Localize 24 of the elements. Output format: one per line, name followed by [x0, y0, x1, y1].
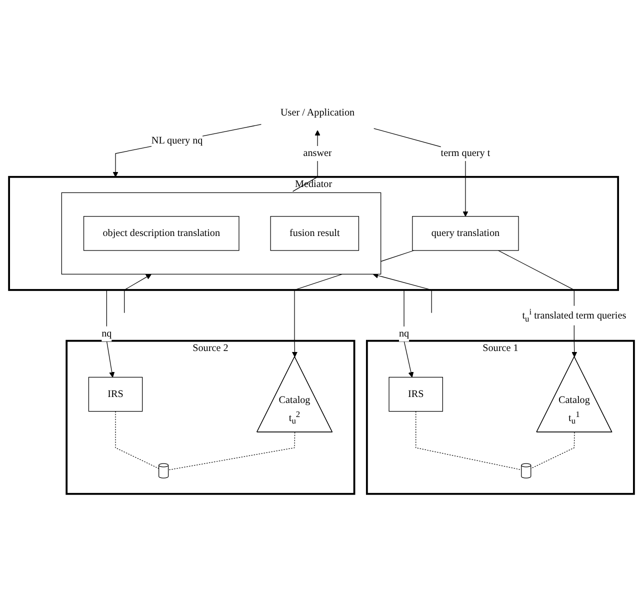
node-text: User / Application — [280, 106, 355, 118]
node-cylinder — [521, 462, 532, 478]
node-cylinder — [158, 462, 169, 478]
edge-label: nq — [102, 328, 112, 338]
edge-label: answer — [303, 147, 332, 158]
node-box: fusion result — [270, 216, 360, 250]
edge-label: term query t — [440, 147, 490, 158]
node-box: object description translation — [83, 216, 240, 250]
arrow — [112, 124, 262, 177]
node-box: query translation — [412, 216, 519, 250]
connector — [530, 432, 575, 468]
node-box: IRS — [88, 376, 143, 412]
arrow — [106, 289, 115, 378]
cluster — [61, 192, 382, 274]
arrow — [124, 274, 152, 313]
edge-label: nq — [398, 328, 410, 339]
node-box: IRS — [388, 376, 443, 412]
edge-label: NL query nq — [151, 135, 203, 146]
arrow — [404, 289, 414, 378]
connector — [168, 432, 296, 470]
edge-label: t$_{u}$$^{i}$ translated term queries — [522, 306, 626, 323]
connector — [115, 410, 160, 468]
arrow — [372, 272, 432, 313]
connector — [416, 410, 522, 470]
